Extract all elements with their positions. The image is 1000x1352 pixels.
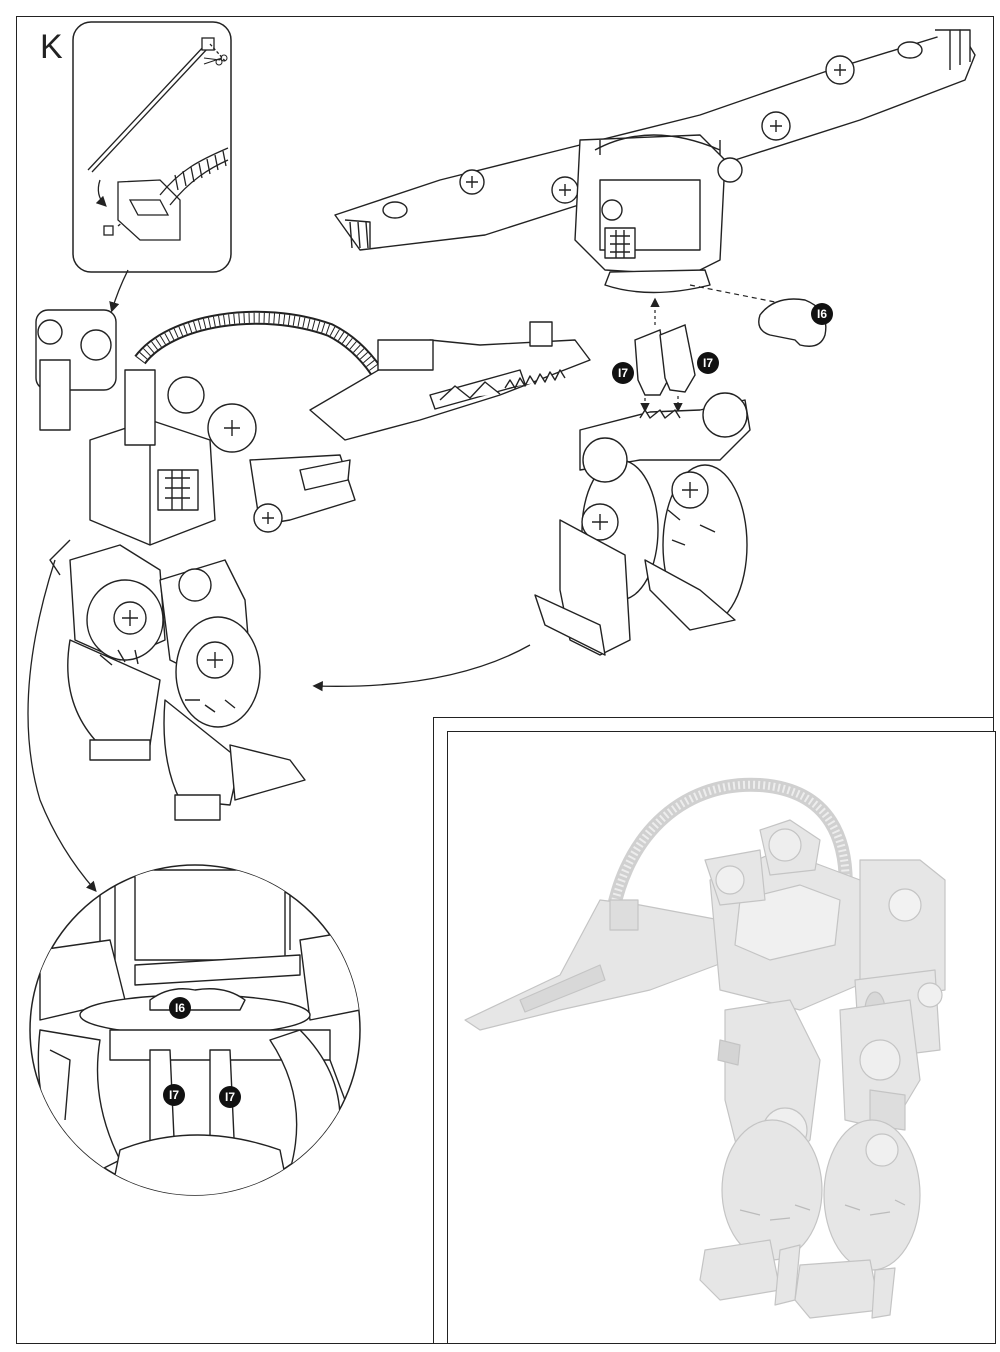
step-letter: K [40,28,63,66]
lower-body-lineart [534,392,751,656]
callout-label-17a: I7 [618,366,628,380]
assembled-model-photo [464,777,946,1319]
callout-label-detail-17a: I7 [169,1088,179,1102]
callout-part-17a: I7 [612,362,634,384]
callout-detail-17b: I7 [219,1086,241,1108]
zip-tie-detail-panel [72,21,232,273]
part-17-pieces [634,324,696,396]
scissors-icon [203,54,228,66]
callout-part-16: I6 [811,303,833,325]
callout-label-16: I6 [817,307,827,321]
main-robot-lineart [35,309,591,821]
part-16-piece [758,298,827,347]
zip-tie-icon [87,37,229,241]
callout-detail-17a: I7 [163,1084,185,1106]
callout-detail-16: I6 [169,997,191,1019]
upper-body-lineart [334,29,976,294]
callout-part-17b: I7 [697,352,719,374]
callout-label-detail-17b: I7 [225,1090,235,1104]
callout-label-detail-16: I6 [175,1001,185,1015]
arrow-icon [109,269,129,313]
joint-detail-circle [29,864,361,1196]
callout-label-17b: I7 [703,356,713,370]
